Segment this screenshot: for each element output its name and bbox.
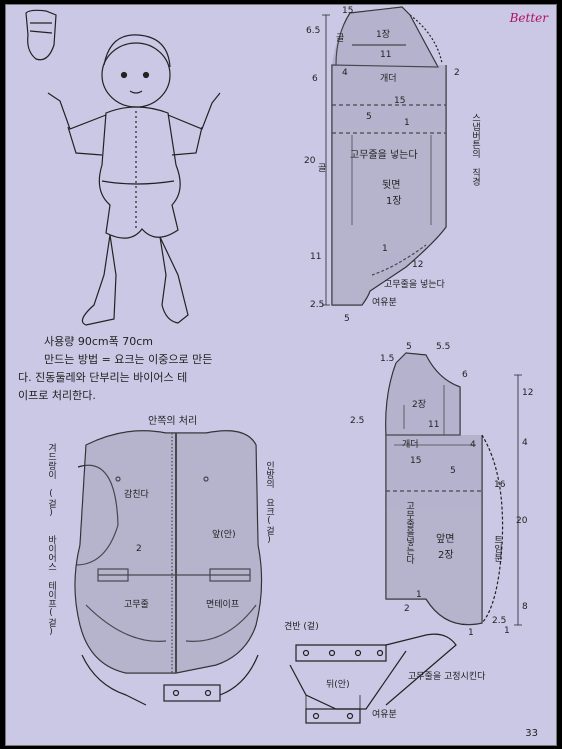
front-gather: 개더 — [402, 440, 419, 450]
back-dim-12: 12 — [412, 260, 424, 270]
back-n4: 4 — [342, 68, 348, 78]
snap-button-note: 스냅버튼의 직경 — [470, 113, 480, 186]
front-dim-top: 5 — [406, 342, 412, 352]
back-dim-left: 6 — [312, 74, 318, 84]
page-number: 33 — [525, 728, 538, 739]
front-n1: 1 — [416, 590, 422, 600]
front-overlap-note: 트임분 — [492, 535, 502, 562]
back-n2: 2 — [454, 68, 460, 78]
back-fold-label: 골 — [318, 164, 327, 174]
back-inside-label: 뒤(안) — [326, 680, 350, 690]
back-n1: 1 — [382, 244, 388, 254]
back-elastic-note: 고무줄을 넣는다 — [350, 150, 418, 161]
front-dim-right: 12 — [522, 388, 534, 398]
back-elastic-note-2: 고무줄을 넣는다 — [384, 280, 445, 290]
front-piece-count: 2장 — [438, 550, 454, 561]
front-dim-11: 11 — [428, 420, 440, 430]
front-dim-right: 20 — [516, 516, 528, 526]
front-bottom-25: 2.5 — [492, 616, 507, 626]
pattern-page: Better 사용량 90cm폭 70cm 만드는 방법 = 요크는 이중으로 … — [5, 4, 557, 746]
inside-right-top-label: 인방의 요크(겉) — [264, 461, 274, 545]
front-dim-right: 16 — [494, 480, 506, 490]
front-dim-right: 4 — [522, 438, 528, 448]
crotch-allowance: 여유분 — [372, 710, 397, 720]
front-dim-15: 15 — [410, 456, 422, 466]
method-paragraph: 만드는 방법 = 요크는 이중으로 만든 다. 진동둘레와 단부리는 바이어스 … — [18, 351, 268, 405]
back-dim-left: 2.5 — [310, 300, 325, 310]
front-pattern-drawing — [385, 352, 522, 626]
inside-wrap-label: 감친다 — [124, 490, 149, 500]
back-pattern-drawing — [322, 6, 447, 306]
inside-finishing-drawing — [74, 430, 263, 706]
back-dim-left: 20 — [304, 156, 316, 166]
back-allowance: 여유분 — [372, 298, 397, 308]
back-piece-count: 1장 — [386, 196, 402, 207]
inside-elastic-label: 고무줄 — [124, 600, 149, 610]
front-dim-top: 1.5 — [380, 354, 395, 364]
baby-illustration — [47, 34, 221, 326]
back-yoke-pieces: 1장 — [376, 30, 391, 40]
method-line: 다. 진동둘레와 단부리는 바이어스 테 — [18, 371, 188, 384]
back-fold-label: 골 — [336, 34, 345, 44]
inside-tape-label: 면테이프 — [206, 600, 240, 610]
pattern-drawings — [25, 6, 522, 724]
back-n1: 1 — [404, 118, 410, 128]
front-n2: 2 — [404, 604, 410, 614]
front-yoke-pieces: 2장 — [412, 400, 427, 410]
back-dim-left: 11 — [310, 252, 322, 262]
brand-watermark: Better — [509, 11, 548, 25]
front-dim-25: 2.5 — [350, 416, 365, 426]
front-n6: 6 — [462, 370, 468, 380]
back-dim-left: 6.5 — [306, 26, 321, 36]
back-dim-11: 11 — [380, 50, 392, 60]
back-panel-label: 견반 (겉) — [284, 622, 319, 632]
method-line: 만드는 방법 = 요크는 이중으로 만든 — [44, 353, 213, 366]
elastic-fix-note: 고무줄을 고정시킨다 — [408, 672, 486, 682]
front-dim-right: 8 — [522, 602, 528, 612]
method-line: 이프로 처리한다. — [18, 389, 96, 402]
back-dim-top: 15 — [342, 6, 354, 16]
front-dim-top: 5.5 — [436, 342, 451, 352]
inside-n2: 2 — [136, 544, 142, 554]
inside-front-in-label: 앞(안) — [212, 530, 236, 540]
front-piece-name: 앞면 — [436, 534, 455, 545]
front-n4: 4 — [470, 440, 476, 450]
front-dim-right: 1 — [504, 626, 510, 636]
back-gather: 개더 — [380, 74, 397, 84]
inside-finishing-title: 안쪽의 처리 — [148, 416, 198, 427]
sleeve-detail-drawing — [25, 9, 57, 61]
front-bottom-1: 1 — [468, 628, 474, 638]
back-dim-bottom: 5 — [344, 314, 350, 324]
front-elastic-note: 고무줄을넣는다 — [404, 501, 414, 564]
crotch-detail-drawing — [289, 633, 457, 724]
front-n5: 5 — [450, 466, 456, 476]
back-piece-name: 뒷면 — [382, 180, 401, 191]
inside-left-top-label: 겨드랑이 (겉) — [46, 443, 56, 518]
inside-left-mid-label: 바이어스 테이프(겉) — [46, 535, 56, 637]
back-n5: 5 — [366, 112, 372, 122]
usage-text: 사용량 90cm폭 70cm — [44, 335, 153, 348]
back-dim-15: 15 — [394, 96, 406, 106]
